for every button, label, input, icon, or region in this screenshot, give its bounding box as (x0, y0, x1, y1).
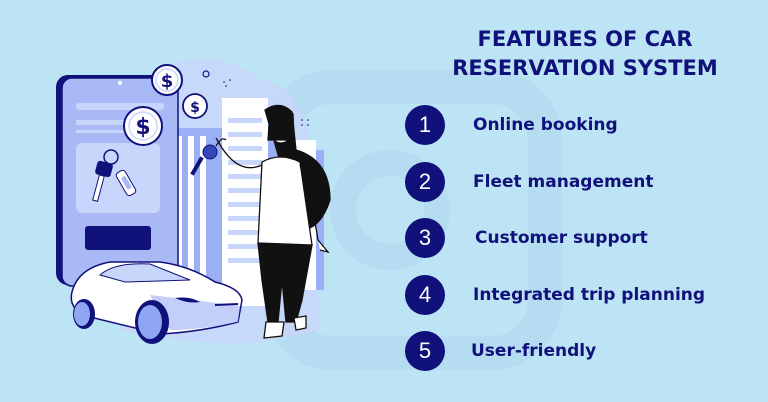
feature-label: Integrated trip planning (473, 285, 706, 305)
title-line-2: RESERVATION SYSTEM (452, 56, 718, 80)
feature-number-badge: 3 (405, 218, 445, 258)
woman-figure-icon (215, 104, 331, 339)
feature-item-fleet-management: 2 Fleet management (405, 162, 653, 202)
car-key-icon (190, 138, 227, 176)
car-rental-illustration: $ $ $ (56, 58, 331, 344)
dollar-coin-icon: $ $ $ (123, 64, 208, 146)
car-key-icon (92, 149, 137, 202)
feature-label: User-friendly (471, 341, 597, 361)
svg-text:$: $ (135, 115, 150, 140)
car-icon (70, 261, 243, 344)
feature-item-online-booking: 1 Online booking (405, 105, 618, 145)
svg-text:$: $ (190, 100, 200, 116)
title-line-1: FEATURES OF CAR (477, 27, 693, 51)
feature-number-badge: 5 (405, 331, 445, 371)
feature-item-user-friendly: 5 User-friendly (405, 331, 596, 371)
page-title: FEATURES OF CAR RESERVATION SYSTEM (420, 25, 750, 83)
feature-label: Fleet management (473, 172, 654, 192)
feature-label: Customer support (475, 228, 648, 248)
feature-item-customer-support: 3 Customer support (405, 218, 648, 258)
feature-item-integrated-trip-planning: 4 Integrated trip planning (405, 275, 705, 315)
svg-text:$: $ (161, 71, 174, 92)
feature-number-badge: 2 (405, 162, 445, 202)
feature-label: Online booking (473, 115, 618, 135)
phone-icon (56, 75, 179, 287)
feature-number-badge: 1 (405, 105, 445, 145)
feature-number-badge: 4 (405, 275, 445, 315)
